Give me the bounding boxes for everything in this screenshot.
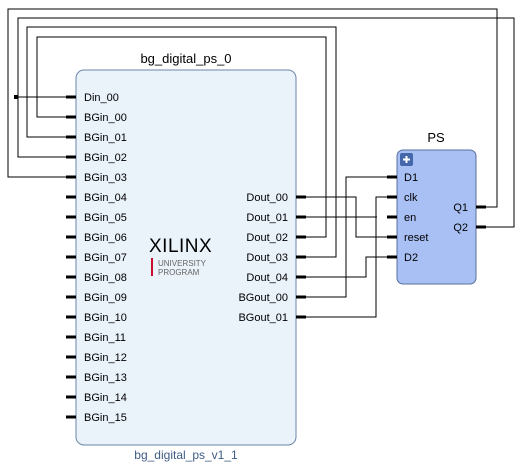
bg-in-port-bgin-08[interactable]: BGin_08 — [66, 272, 127, 284]
port-label: BGin_07 — [84, 252, 127, 264]
port-label: reset — [404, 232, 428, 244]
port-label: D2 — [404, 252, 418, 264]
port-label: BGout_00 — [238, 292, 288, 304]
port-label: BGin_14 — [84, 392, 127, 404]
port-label: BGin_00 — [84, 112, 127, 124]
bg-out-port-dout-03[interactable]: Dout_03 — [246, 252, 306, 264]
bg-digital-ps-block[interactable]: bg_digital_ps_0 Din_00BGin_00BGin_01BGin… — [66, 51, 306, 462]
xilinx-logo-bar — [151, 258, 153, 276]
bg-out-port-dout-04[interactable]: Dout_04 — [246, 272, 306, 284]
wires — [7, 8, 515, 318]
port-label: Dout_01 — [246, 212, 288, 224]
ps-in-port-d2[interactable]: D2 — [387, 252, 418, 264]
bg-in-port-bgin-01[interactable]: BGin_01 — [66, 132, 127, 144]
bg-in-port-bgin-15[interactable]: BGin_15 — [66, 412, 127, 424]
ps-in-port-d1[interactable]: D1 — [387, 172, 418, 184]
port-label: Dout_03 — [246, 252, 288, 264]
port-label: BGin_13 — [84, 372, 127, 384]
bg-block-subtitle: bg_digital_ps_v1_1 — [134, 448, 238, 462]
port-label: Dout_04 — [246, 272, 288, 284]
port-label: BGin_01 — [84, 132, 127, 144]
bg-block-title: bg_digital_ps_0 — [140, 51, 231, 66]
bg-block-inputs: Din_00BGin_00BGin_01BGin_02BGin_03BGin_0… — [66, 92, 127, 424]
bg-in-port-bgin-03[interactable]: BGin_03 — [66, 172, 127, 184]
port-label: clk — [404, 192, 418, 204]
bg-in-port-bgin-09[interactable]: BGin_09 — [66, 292, 127, 304]
ps-in-port-clk[interactable]: clk — [387, 192, 418, 204]
port-label: BGin_08 — [84, 272, 127, 284]
port-label: Q1 — [453, 202, 468, 214]
ps-out-port-q2[interactable]: Q2 — [453, 222, 486, 234]
bg-in-port-bgin-07[interactable]: BGin_07 — [66, 252, 127, 264]
ps-out-port-q1[interactable]: Q1 — [453, 202, 486, 214]
port-label: Q2 — [453, 222, 468, 234]
wire-dout02-bgin00 — [36, 36, 327, 238]
bg-out-port-bgout-00[interactable]: BGout_00 — [238, 292, 306, 304]
port-label: BGin_09 — [84, 292, 127, 304]
port-label: BGin_03 — [84, 172, 127, 184]
ps-in-port-reset[interactable]: reset — [387, 232, 428, 244]
port-label: D1 — [404, 172, 418, 184]
junction-dot — [14, 95, 18, 99]
bg-in-port-bgin-13[interactable]: BGin_13 — [66, 372, 127, 384]
bg-out-port-dout-02[interactable]: Dout_02 — [246, 232, 306, 244]
bg-in-port-bgin-02[interactable]: BGin_02 — [66, 152, 127, 164]
port-label: Din_00 — [84, 92, 119, 104]
bg-out-port-bgout-01[interactable]: BGout_01 — [238, 312, 306, 324]
bg-in-port-bgin-14[interactable]: BGin_14 — [66, 392, 127, 404]
xilinx-logo-text: XILINX — [149, 236, 212, 257]
bg-in-port-bgin-00[interactable]: BGin_00 — [66, 112, 127, 124]
port-label: Dout_00 — [246, 192, 288, 204]
ps-in-port-en[interactable]: en — [387, 212, 416, 224]
bg-in-port-bgin-06[interactable]: BGin_06 — [66, 232, 127, 244]
wire-q1-bgin03 — [7, 8, 498, 208]
port-label: BGin_12 — [84, 352, 127, 364]
bg-in-port-bgin-10[interactable]: BGin_10 — [66, 312, 127, 324]
bg-in-port-bgin-04[interactable]: BGin_04 — [66, 192, 127, 204]
bg-in-port-din-00[interactable]: Din_00 — [66, 92, 119, 104]
wire-dout03-bgin01 — [26, 26, 337, 258]
port-label: BGin_06 — [84, 232, 127, 244]
port-label: BGin_02 — [84, 152, 127, 164]
port-label: en — [404, 212, 416, 224]
bg-block-outputs: Dout_00Dout_01Dout_02Dout_03Dout_04BGout… — [238, 192, 306, 324]
port-label: BGin_15 — [84, 412, 127, 424]
port-label: BGin_04 — [84, 192, 127, 204]
port-label: BGin_10 — [84, 312, 127, 324]
port-label: BGin_11 — [84, 332, 126, 344]
wire-bgout00-d1 — [306, 176, 387, 298]
bg-in-port-bgin-12[interactable]: BGin_12 — [66, 352, 127, 364]
wire-bgout01-clk — [306, 196, 387, 318]
bg-in-port-bgin-11[interactable]: BGin_11 — [66, 332, 126, 344]
expand-plus-icon[interactable] — [400, 153, 413, 166]
port-label: BGin_05 — [84, 212, 127, 224]
port-label: BGout_01 — [238, 312, 288, 324]
xilinx-logo-line1: UNIVERSITY — [158, 259, 207, 268]
wire-q2-bgin02 — [17, 17, 515, 228]
xilinx-logo-line2: PROGRAM — [158, 268, 200, 277]
bg-out-port-dout-00[interactable]: Dout_00 — [246, 192, 306, 204]
bg-in-port-bgin-05[interactable]: BGin_05 — [66, 212, 127, 224]
bg-out-port-dout-01[interactable]: Dout_01 — [246, 212, 306, 224]
ps-block-title: PS — [427, 130, 445, 145]
port-label: Dout_02 — [246, 232, 288, 244]
xilinx-logo: XILINX UNIVERSITY PROGRAM — [149, 236, 212, 277]
